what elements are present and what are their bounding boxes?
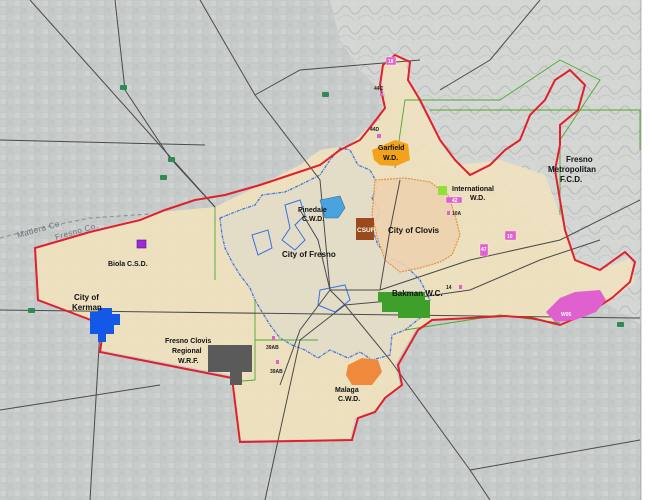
area-47-marker bbox=[479, 243, 489, 257]
kerman-label-line2: Kerman bbox=[72, 303, 102, 312]
code-39ab-label-2: 39AB bbox=[270, 369, 283, 375]
bakman-wc-area bbox=[378, 292, 430, 318]
fresno-metropolitan-label: Fresno Metropolitan F.C.D. bbox=[548, 155, 598, 184]
fresno-metro-line2: Metropolitan bbox=[548, 165, 596, 174]
code-18-label: 18 bbox=[388, 59, 394, 65]
bakman-wc-label: Bakman W.C. bbox=[392, 289, 443, 298]
service-area-boundary bbox=[33, 53, 637, 444]
area-10-marker bbox=[504, 230, 517, 241]
malaga-label-line2: C.W.D. bbox=[338, 396, 360, 403]
code-47-label: 47 bbox=[481, 247, 487, 253]
fresno-metro-line3: F.C.D. bbox=[560, 175, 582, 184]
area-10a-marker bbox=[447, 211, 450, 215]
kerman-label-line1: City of bbox=[74, 293, 99, 302]
wrf-label-line3: W.R.F. bbox=[178, 358, 199, 365]
fresno-clovis-wrf-area bbox=[208, 345, 252, 385]
green-district-boundary bbox=[214, 59, 641, 383]
code-w05-label: W05 bbox=[561, 312, 572, 318]
wrf-label-line2: Regional bbox=[172, 348, 202, 355]
fresno-metro-line1: Fresno bbox=[566, 155, 593, 164]
area-14-marker bbox=[459, 285, 462, 289]
international-label-line2: W.D. bbox=[470, 195, 485, 202]
map-right-edge bbox=[641, 0, 650, 500]
code-44c-label: 44C bbox=[374, 86, 384, 92]
malaga-cwd-label: Malaga C.W.D. bbox=[335, 387, 361, 403]
pinedale-cwd-area bbox=[319, 195, 346, 219]
garfield-wd-area bbox=[372, 140, 410, 166]
pinedale-label-line1: Pinedale bbox=[298, 207, 327, 214]
pinedale-label-line2: C.W.D. bbox=[302, 216, 324, 223]
international-wd-area bbox=[438, 186, 447, 195]
county-line bbox=[0, 213, 151, 239]
biola-csd-label: Biola C.S.D. bbox=[108, 261, 148, 268]
code-10-label: 10 bbox=[507, 234, 513, 240]
city-of-kerman-area bbox=[90, 308, 120, 342]
area-18-marker bbox=[385, 56, 397, 66]
garfield-label-line1: Garfield bbox=[378, 145, 404, 152]
csuf-label: CSUF bbox=[357, 227, 375, 234]
garfield-wd-label: Garfield W.D. bbox=[378, 145, 406, 162]
highway-shields bbox=[28, 85, 624, 327]
wrf-label-line1: Fresno Clovis bbox=[165, 338, 211, 345]
pinedale-cwd-label: Pinedale C.W.D. bbox=[298, 207, 329, 223]
area-44c-marker bbox=[380, 93, 383, 96]
code-42-label: 42 bbox=[452, 198, 458, 204]
international-label-line1: International bbox=[452, 186, 494, 193]
international-wd-label: International W.D. bbox=[452, 186, 496, 202]
malaga-cwd-area bbox=[346, 358, 382, 385]
garfield-label-line2: W.D. bbox=[383, 155, 398, 162]
city-of-kerman-label: City of Kerman bbox=[72, 293, 102, 312]
area-39ab-marker-1 bbox=[272, 336, 275, 340]
fresno-inner-parcels bbox=[251, 199, 351, 313]
code-44d-label: 44D bbox=[370, 127, 380, 133]
csuf-area bbox=[356, 218, 374, 240]
code-14-label: 14 bbox=[446, 285, 452, 291]
fresno-clovis-wrf-label: Fresno Clovis Regional W.R.F. bbox=[165, 338, 213, 365]
city-of-clovis-label: City of Clovis bbox=[388, 226, 440, 235]
malaga-label-line1: Malaga bbox=[335, 387, 359, 394]
w05-area bbox=[546, 290, 606, 322]
area-39ab-marker-2 bbox=[276, 360, 279, 364]
code-10a-label: 10A bbox=[452, 211, 462, 217]
city-of-clovis-outline bbox=[371, 177, 461, 273]
biola-csd-area bbox=[136, 239, 147, 249]
code-39ab-label-1: 39AB bbox=[266, 345, 279, 351]
area-42-marker bbox=[445, 196, 463, 204]
city-of-fresno-label: City of Fresno bbox=[282, 250, 336, 259]
area-44d-marker bbox=[377, 134, 381, 138]
